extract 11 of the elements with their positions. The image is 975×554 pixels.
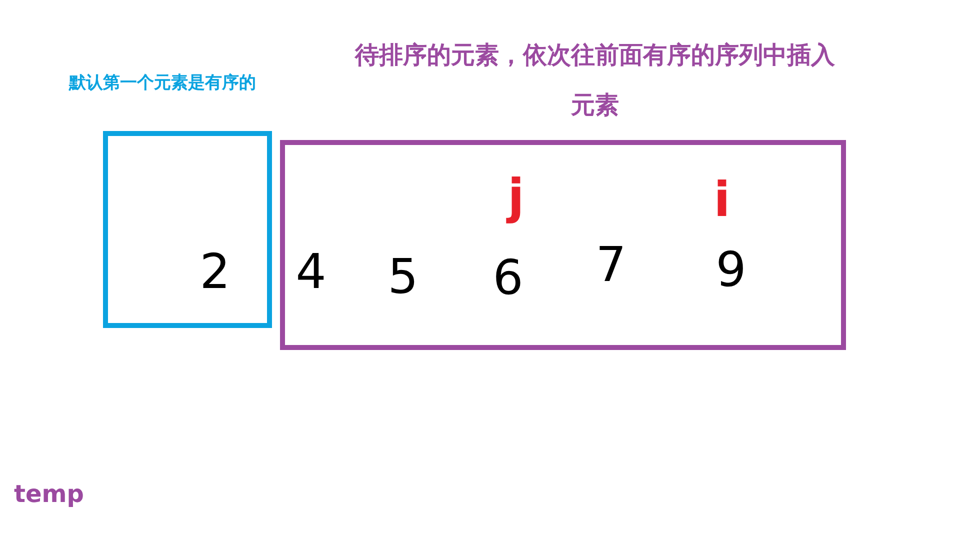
variable-label: temp [14,480,84,508]
index-pointer: j [508,173,524,221]
array-number: 4 [296,248,326,296]
index-pointer: i [714,176,730,224]
array-number: 6 [492,254,524,302]
sorted-region-caption: 默认第一个元素是有序的 [68,72,257,95]
array-number: 2 [200,248,230,296]
array-number: 9 [716,246,746,294]
array-number: 5 [388,253,418,301]
array-number: 7 [596,241,626,289]
unsorted-region-caption: 待排序的元素，依次往前面有序的序列中插入元素 [355,40,835,121]
